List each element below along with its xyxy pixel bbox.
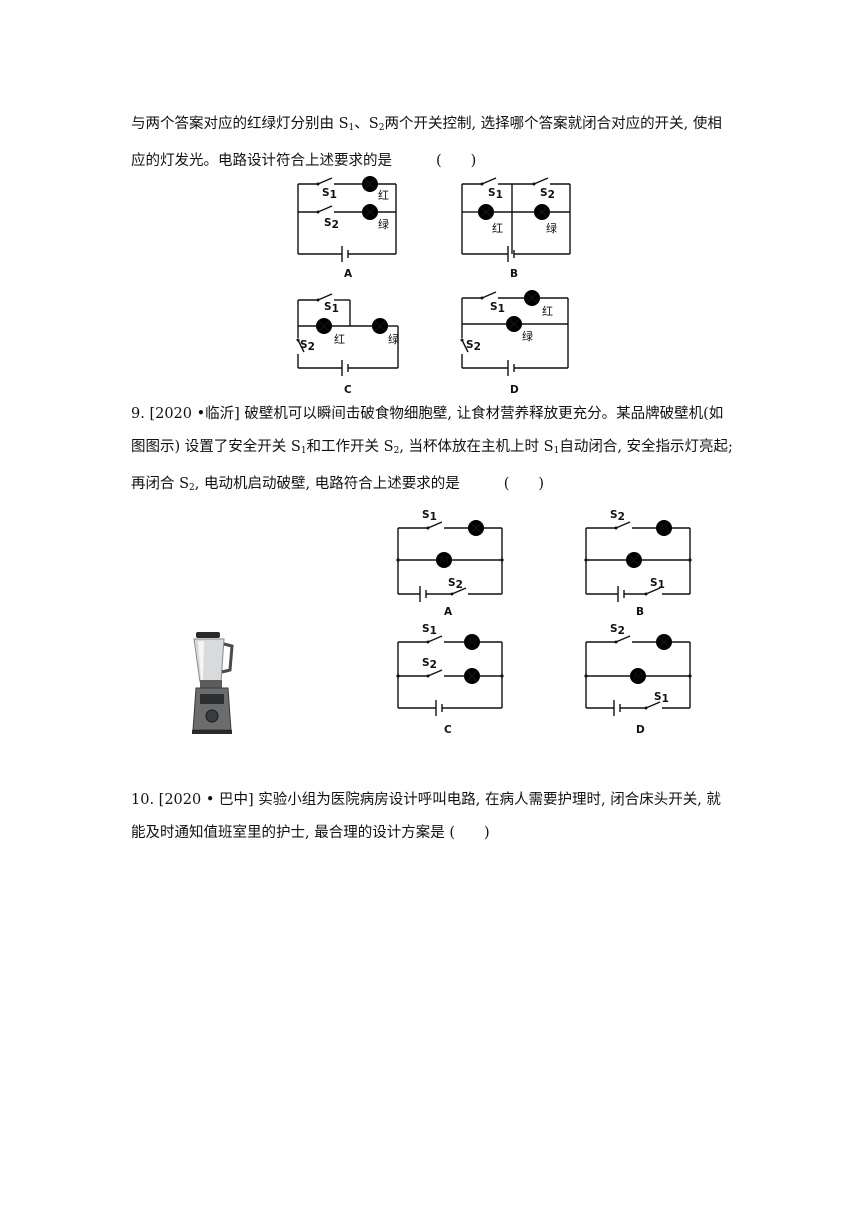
- option-label: B: [636, 606, 644, 618]
- switch-label: S2: [448, 577, 463, 591]
- switch-label: S2: [610, 623, 625, 637]
- switch-label: S2: [540, 187, 555, 201]
- q10-line1: 10. [2020 • 巴中] 实验小组为医院病房设计呼叫电路, 在病人需要护理…: [131, 792, 721, 808]
- switch-label: S1: [488, 187, 503, 201]
- switch-label: S1: [322, 187, 337, 201]
- q9-line3: 再闭合 S2, 电动机启动破壁, 电路符合上述要求的是( ): [131, 476, 545, 493]
- option-label: B: [510, 268, 518, 280]
- option-label: A: [344, 268, 353, 280]
- switch-label: S1: [324, 301, 339, 315]
- lamp-label-green: 绿: [378, 217, 389, 231]
- motor-label: M: [660, 522, 670, 535]
- blender-image: [192, 632, 234, 734]
- switch-label: S2: [324, 217, 339, 231]
- lamp-label-green: 绿: [388, 332, 399, 346]
- switch-label: S1: [650, 577, 665, 591]
- option-label: A: [444, 606, 453, 618]
- option-label: D: [636, 724, 645, 736]
- q9-circuit-a: S1 M S2 A: [396, 509, 504, 618]
- answer-paren: ( ): [503, 476, 545, 492]
- switch-label: S2: [300, 339, 315, 353]
- switch-label: S2: [422, 657, 437, 671]
- lamp-label-red: 红: [378, 189, 389, 202]
- lamp-label-red: 红: [334, 333, 345, 346]
- q8-line2: 应的灯发光。电路设计符合上述要求的是( ): [131, 153, 477, 169]
- lamp-label-green: 绿: [546, 221, 557, 235]
- switch-label: S2: [466, 339, 481, 353]
- q8-text: 与两个答案对应的红绿灯分别由 S1、S2两个开关控制, 选择哪个答案就闭合对应的…: [131, 108, 741, 178]
- q10-line2: 能及时通知值班室里的护士, 最合理的设计方案是 ( ): [131, 825, 490, 841]
- switch-label: S1: [654, 691, 669, 705]
- q8-circuit-b: S1 S2 红 绿 B: [461, 177, 571, 280]
- motor-label: M: [634, 670, 644, 683]
- lamp-label-green: 绿: [522, 329, 533, 343]
- switch-label: S1: [422, 509, 437, 523]
- q8-circuit-c: S1 S2 红 绿 C: [296, 293, 399, 396]
- option-label: D: [510, 384, 519, 396]
- q9-circuit-b: S2 M S1 B: [584, 509, 692, 618]
- q10-text: 10. [2020 • 巴中] 实验小组为医院病房设计呼叫电路, 在病人需要护理…: [131, 784, 741, 850]
- q9-line2: 图图示) 设置了安全开关 S1和工作开关 S2, 当杯体放在主机上时 S1自动闭…: [131, 439, 733, 456]
- answer-paren: ( ): [436, 153, 477, 169]
- q9-circuit-c: S1 M S2 C: [396, 623, 504, 736]
- q9-circuit-d: S2 M S1 D: [584, 623, 692, 736]
- switch-label: S2: [610, 509, 625, 523]
- switch-label: S1: [422, 623, 437, 637]
- q8-circuit-a: S1 S2 红 绿 A: [297, 176, 397, 280]
- lamp-label-red: 红: [492, 222, 503, 235]
- switch-label: S1: [490, 301, 505, 315]
- option-label: C: [344, 384, 352, 396]
- motor-label: M: [440, 554, 450, 567]
- option-label: C: [444, 724, 452, 736]
- q8-line1: 与两个答案对应的红绿灯分别由 S1、S2两个开关控制, 选择哪个答案就闭合对应的…: [131, 116, 722, 133]
- lamp-label-red: 红: [542, 305, 553, 318]
- motor-label: M: [468, 636, 478, 649]
- q8-circuit-d: S1 S2 红 绿 D: [460, 290, 569, 396]
- q9-line1: 9. [2020 •临沂] 破壁机可以瞬间击破食物细胞壁, 让食材营养释放更充分…: [131, 406, 724, 422]
- q9-text: 9. [2020 •临沂] 破壁机可以瞬间击破食物细胞壁, 让食材营养释放更充分…: [131, 398, 741, 505]
